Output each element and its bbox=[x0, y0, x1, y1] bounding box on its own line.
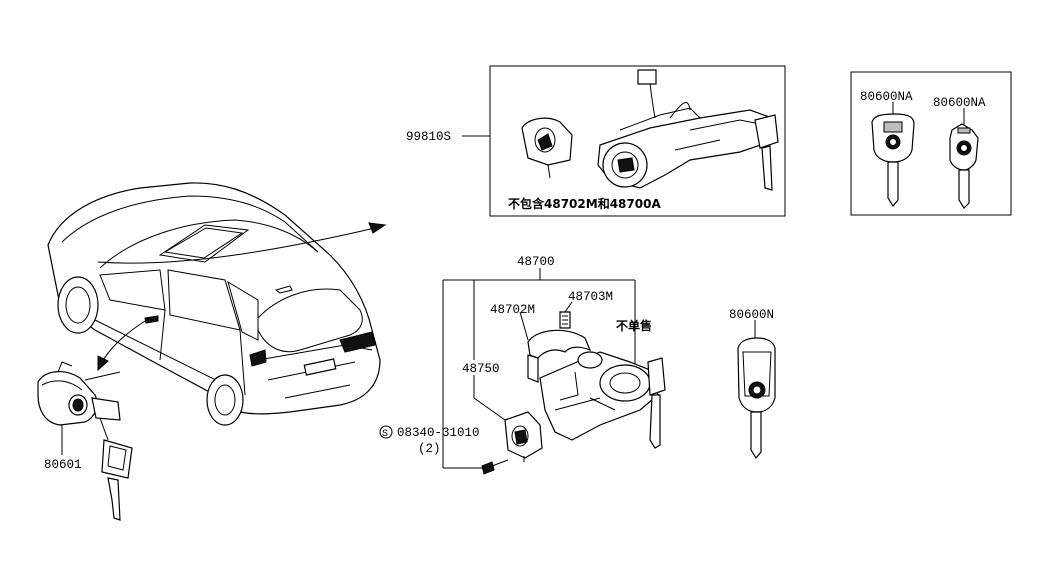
label-not-sold-separately: 不单售 bbox=[616, 318, 652, 333]
label-80601: 80601 bbox=[44, 458, 82, 472]
label-48702m: 48702M bbox=[490, 303, 535, 317]
arrow-head-kit bbox=[368, 222, 387, 234]
kit-box-frame bbox=[489, 65, 786, 217]
vehicle-illustration bbox=[47, 182, 381, 426]
steering-lock-48700 bbox=[481, 311, 666, 475]
door-lock-cylinder bbox=[37, 361, 133, 521]
label-80600na-right: 80600NA bbox=[933, 96, 986, 110]
key-80600n bbox=[737, 337, 776, 460]
leader-arrow-to-kit bbox=[97, 227, 376, 264]
label-80600na-left: 80600NA bbox=[860, 90, 913, 104]
screw-symbol-circle bbox=[379, 425, 393, 439]
screw-symbol: S bbox=[382, 429, 388, 440]
label-99810s: 99810S bbox=[406, 130, 451, 144]
key-box-frame bbox=[850, 71, 1012, 216]
label-48703m: 48703M bbox=[568, 290, 613, 304]
label-48700: 48700 bbox=[517, 255, 555, 269]
label-screw-part: 08340-31010 bbox=[397, 426, 480, 440]
label-screw-qty: (2) bbox=[418, 442, 441, 456]
label-48750: 48750 bbox=[462, 362, 500, 376]
arrow-head-door-lock bbox=[97, 355, 109, 372]
note-not-included: 不包含48702M和48700A bbox=[508, 196, 661, 211]
kit-steering-lock-assembly bbox=[521, 69, 779, 191]
leader-arrow-to-door-lock bbox=[101, 317, 151, 363]
bracket-48700 bbox=[442, 268, 636, 469]
key-80600na-left bbox=[871, 113, 915, 208]
label-80600n: 80600N bbox=[729, 308, 774, 322]
key-80600na-right bbox=[949, 123, 979, 209]
